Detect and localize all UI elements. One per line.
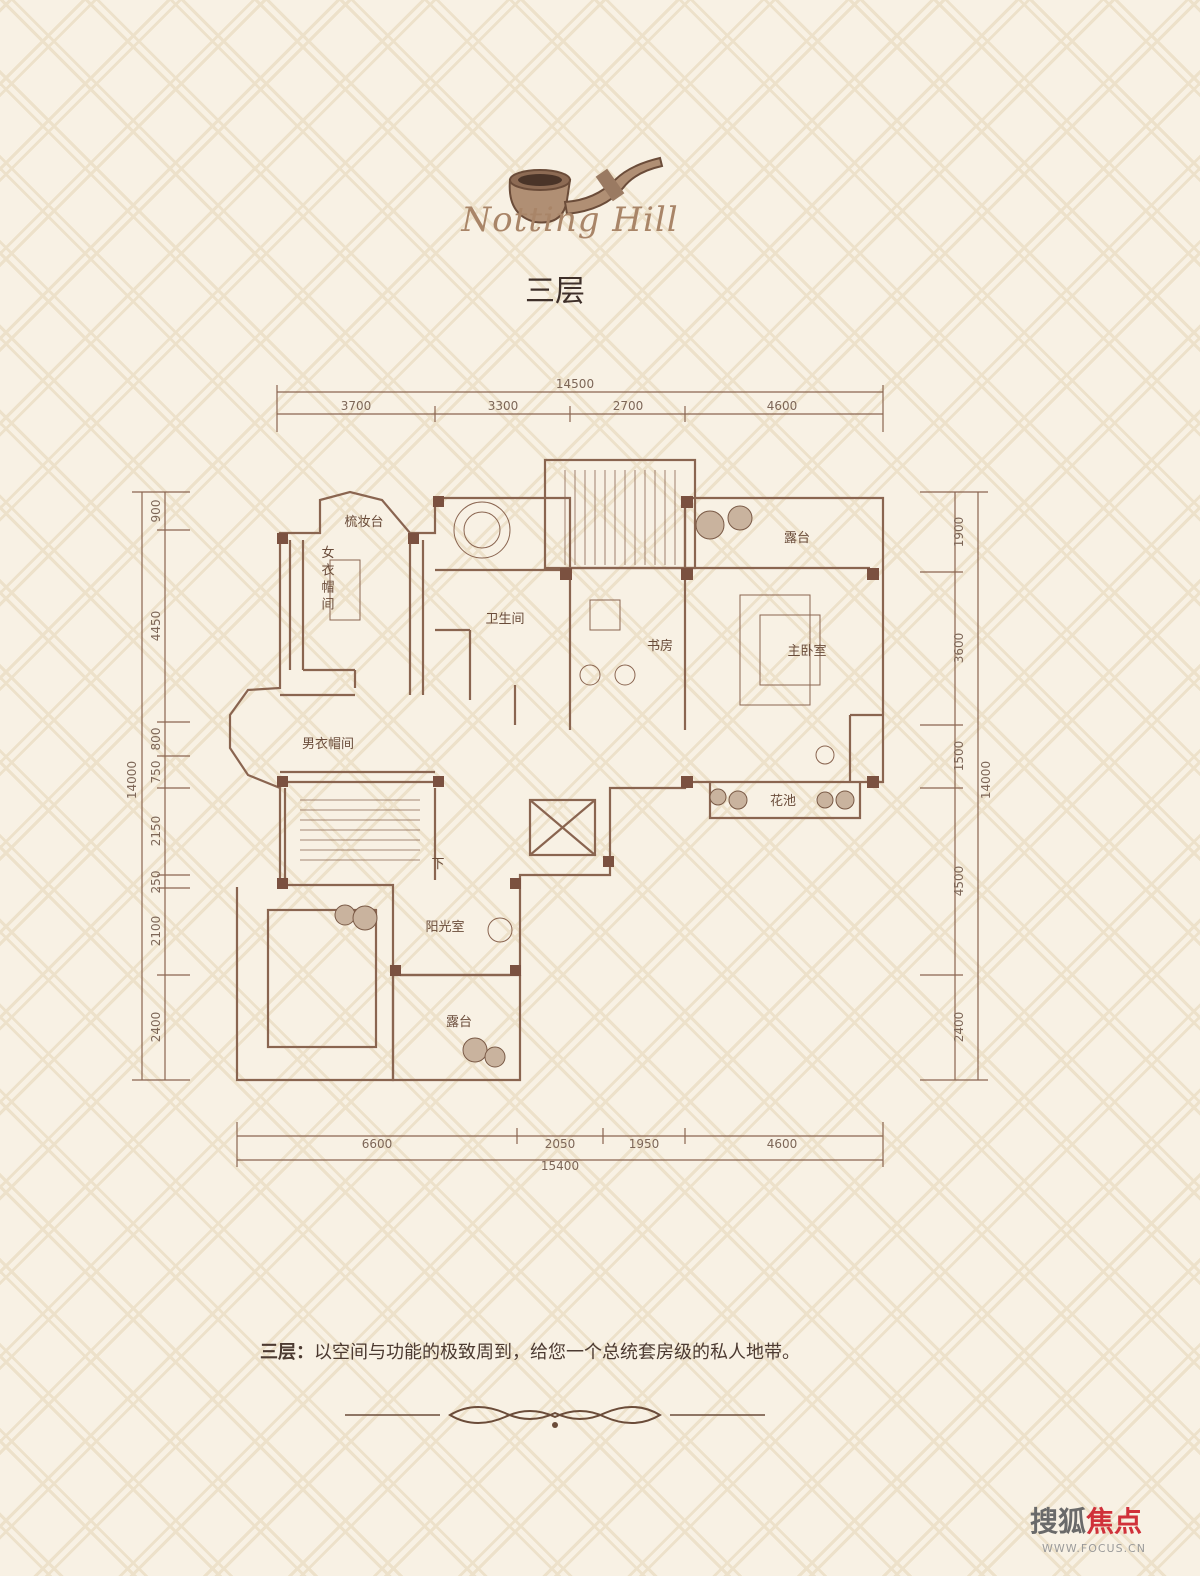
room-bathroom: 卫生间 [485,612,524,627]
dim-right-4: 4500 [952,866,966,897]
dim-left-4: 750 [149,761,163,784]
dim-top-2: 3300 [488,399,519,413]
dim-top-3: 2700 [613,399,644,413]
watermark-url: WWW.FOCUS.CN [1042,1542,1146,1555]
dim-left-1: 900 [149,500,163,523]
room-mens-closet: 男衣帽间 [302,736,354,752]
dim-right-2: 3600 [952,633,966,664]
dim-right-1: 1900 [952,517,966,548]
room-terrace-bottom: 露台 [446,1015,472,1030]
dim-left-2: 4450 [149,611,163,642]
room-terrace-top: 露台 [784,531,810,546]
dim-left-6: 250 [149,871,163,894]
dim-right-5: 2400 [952,1012,966,1043]
dim-left-total: 14000 [125,761,139,799]
dim-bottom-2: 2050 [545,1137,576,1151]
dim-left-8: 2400 [149,1012,163,1043]
dim-bottom-1: 6600 [362,1137,393,1151]
dim-top-total: 14500 [556,377,594,391]
ornament-divider [345,1406,765,1428]
page-title: 三层 [525,274,585,309]
room-dressing-table: 梳妆台 [344,515,383,530]
label-stairs-down: 下 [431,857,444,872]
watermark-logo: 搜狐焦点 [1030,1505,1143,1538]
dim-bottom-3: 1950 [629,1137,660,1151]
watermark: 搜狐焦点 WWW.FOCUS.CN [1030,1500,1180,1560]
dim-bottom-4: 4600 [767,1137,798,1151]
dim-right-3: 1500 [952,741,966,772]
dim-left-5: 2150 [149,816,163,847]
caption-text: 以空间与功能的极致周到，给您一个总统套房级的私人地带。 [314,1342,800,1363]
room-flower-bed: 花池 [770,793,796,809]
dim-right-total: 14000 [979,761,993,799]
dim-left-3: 800 [149,728,163,751]
caption-heading: 三层： [260,1342,314,1363]
room-study: 书房 [647,638,673,654]
room-sunroom: 阳光室 [425,919,464,935]
caption: 三层：以空间与功能的极致周到，给您一个总统套房级的私人地带。 [260,1338,980,1364]
dim-left-7: 2100 [149,916,163,947]
dim-bottom-total: 15400 [541,1159,579,1173]
brand-logo-text: Notting Hill [461,200,679,240]
dim-top-4: 4600 [767,399,798,413]
pipe-icon [508,156,664,224]
floor-plan: 14500 3700 3300 2700 4600 6600 2050 1950… [125,377,993,1173]
dim-top-1: 3700 [341,399,372,413]
room-master-bedroom: 主卧室 [787,643,826,659]
room-womens-closet: 女 衣 帽 间 [319,545,335,610]
